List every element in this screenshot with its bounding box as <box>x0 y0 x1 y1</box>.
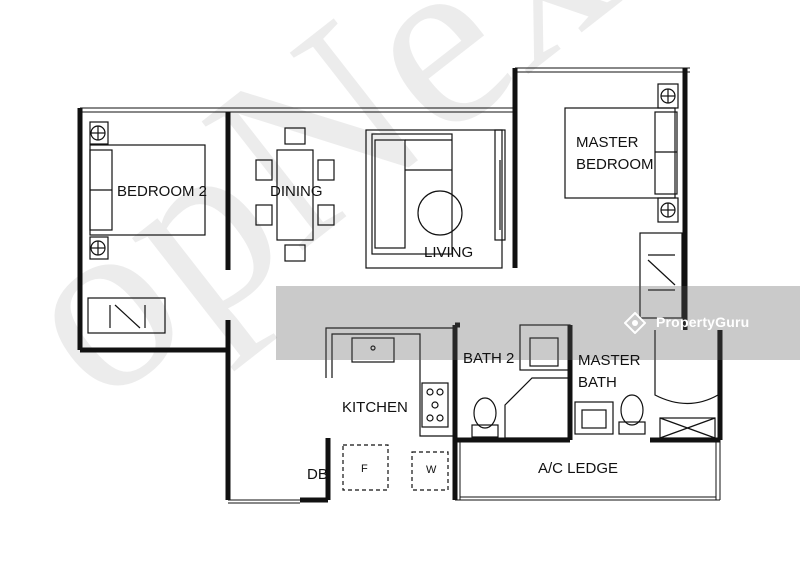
master-bath-fixtures <box>574 330 719 439</box>
bedroom2-bed <box>89 121 206 260</box>
label-db: DB <box>307 466 328 483</box>
label-master-bedroom: MASTER BEDROOM <box>576 134 654 173</box>
label-kitchen: KITCHEN <box>342 399 408 416</box>
label-bath2: BATH 2 <box>463 350 515 367</box>
bedroom2-wardrobe <box>87 297 166 334</box>
label-ac-ledge: A/C LEDGE <box>538 460 619 477</box>
label-washer: W <box>426 464 437 476</box>
master-wardrobe <box>639 232 683 319</box>
outer-walls <box>77 68 723 503</box>
living-sofa <box>365 129 506 269</box>
master-bed <box>564 83 679 223</box>
dining-table <box>255 127 335 262</box>
bath2-fixtures <box>471 324 571 439</box>
label-bedroom2: BEDROOM 2 <box>117 183 208 200</box>
label-master-bath: MASTER BATH <box>578 352 641 391</box>
label-dining: DINING <box>270 183 323 200</box>
label-fridge: F <box>361 463 368 475</box>
fridge-washer <box>342 444 449 491</box>
watermark-brand: PropertyGuru <box>656 314 750 330</box>
watermark-band <box>276 286 800 360</box>
label-living: LIVING <box>424 244 474 261</box>
propertyguru-logo-icon <box>624 312 646 334</box>
window-lines <box>80 67 721 504</box>
kitchen-counter <box>325 327 455 437</box>
